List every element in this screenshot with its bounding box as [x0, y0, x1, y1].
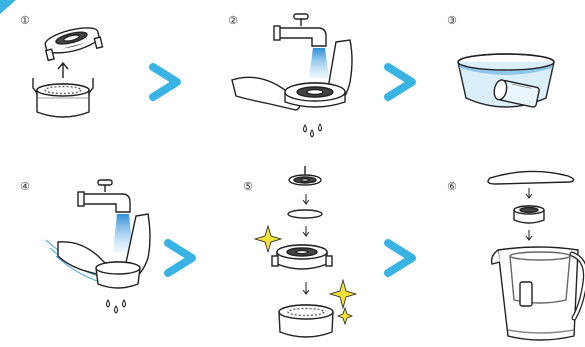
faucet-icon: [77, 179, 131, 213]
o-ring: [287, 209, 323, 219]
step-number-2: ②: [228, 14, 238, 27]
faucet-icon: [273, 13, 327, 47]
step-2-illustration: [231, 13, 353, 138]
step-1-illustration: [32, 27, 104, 118]
arrow-right-icon: [149, 63, 181, 101]
water-drops: [303, 123, 322, 138]
water-stream: [113, 214, 133, 252]
down-arrow: [302, 194, 310, 205]
step-number-6: ⑥: [447, 180, 457, 193]
down-arrow: [525, 188, 533, 199]
filter-cartridge: [271, 244, 333, 270]
water-pitcher: [490, 246, 585, 341]
submerged-cartridge: [493, 79, 540, 108]
arrow-right-icon: [384, 239, 416, 277]
down-arrow: [302, 282, 310, 295]
corner-triangle: [0, 0, 16, 14]
step-5-illustration: [253, 166, 358, 338]
step-arrows: [149, 63, 416, 277]
pitcher-lid: [487, 170, 575, 185]
step-4-illustration: [45, 179, 151, 314]
sparkle-icon: [253, 224, 358, 326]
down-arrow: [302, 226, 310, 237]
step-number-1: ①: [20, 14, 30, 27]
filter-cap: [288, 166, 322, 186]
arrow-right-icon: [384, 63, 416, 101]
filter-basket: [278, 304, 334, 338]
filter-cartridge: [513, 205, 545, 224]
step-3-illustration: [457, 53, 555, 108]
up-arrow: [57, 61, 69, 78]
water-stream: [309, 48, 329, 78]
arrow-right-icon: [164, 239, 196, 277]
down-arrow: [525, 230, 533, 241]
filter-cartridge-tilted: [44, 27, 104, 62]
hands-holding-cartridge: [231, 39, 353, 111]
hands-holding-basket: [57, 213, 151, 289]
step-6-illustration: [487, 170, 585, 341]
step-number-4: ④: [20, 180, 30, 193]
step-number-3: ③: [447, 14, 457, 27]
filter-basket: [32, 78, 94, 118]
water-drops: [106, 299, 126, 314]
step-number-5: ⑤: [243, 180, 253, 193]
